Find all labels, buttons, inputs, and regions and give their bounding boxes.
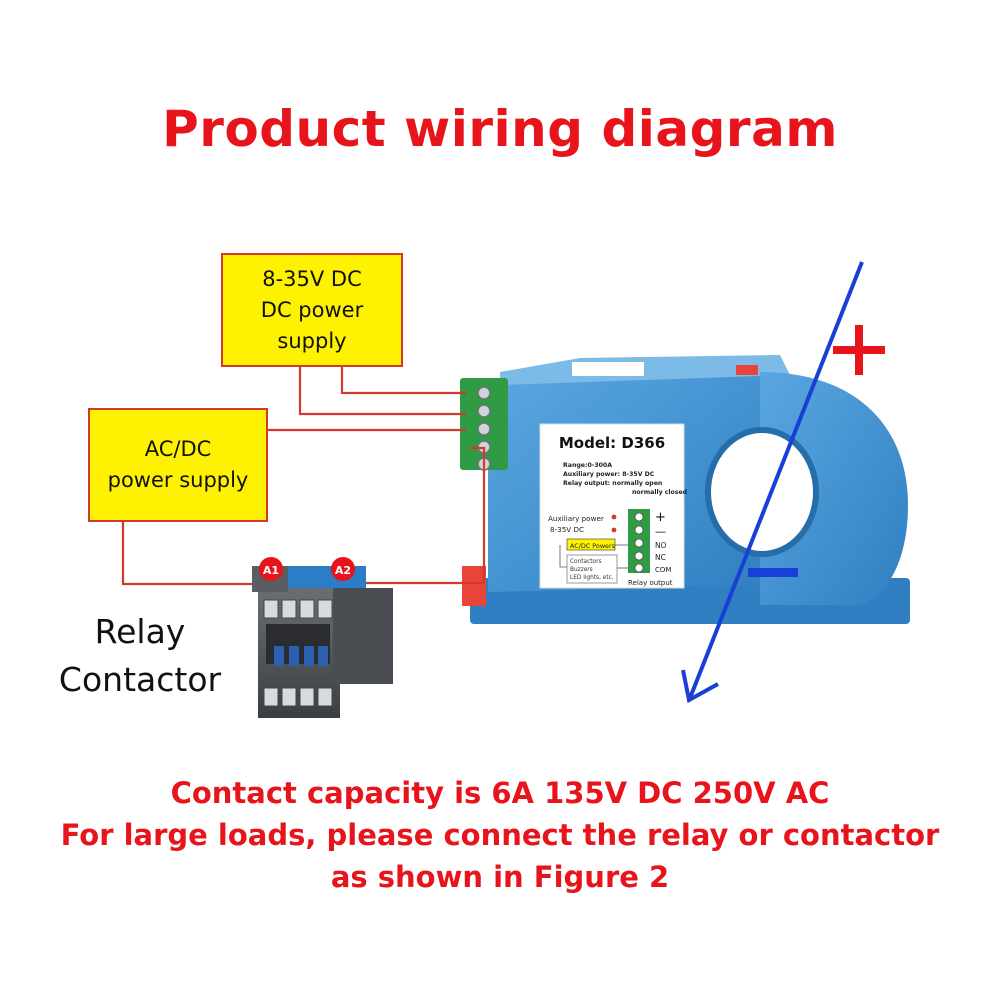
dc-power-supply-box: 8-35V DC DC power supply	[221, 253, 403, 367]
sensor-red-tab	[462, 566, 486, 606]
terminal-a1-badge	[259, 557, 283, 581]
terminal-a2-badge	[331, 557, 355, 581]
label-plus: +	[655, 510, 666, 525]
label-acdc-tag-box	[566, 538, 616, 551]
contactor-side	[333, 588, 393, 684]
terminal-a2-label: A2	[335, 564, 351, 577]
label-minus: —	[655, 525, 666, 538]
sensor-label-panel	[539, 423, 685, 589]
label-com: COM	[655, 566, 671, 574]
label-loads-box	[566, 554, 618, 584]
sensor-relay-output-1: Relay output: normally open	[563, 480, 662, 487]
label-nc: NC	[655, 553, 666, 562]
wires	[121, 364, 486, 586]
sensor-terminal-screws	[477, 386, 491, 471]
plus-sign-v	[855, 325, 863, 375]
sensor-aux-power: Auxiliary power: 8-35V DC	[563, 471, 655, 478]
minus-sign	[748, 568, 798, 577]
sensor-top-red	[736, 365, 758, 375]
sensor-hole	[708, 430, 816, 554]
acdc-supply-line2: power supply	[107, 468, 249, 492]
label-relay-output-caption: Relay output	[628, 579, 673, 587]
sensor-model: Model: D366	[559, 434, 665, 452]
label-acdc-tag: AC/DC Powers	[570, 542, 616, 550]
relay-contactor-label: Relay Contactor	[40, 608, 240, 704]
footer-line-3: as shown in Figure 2	[330, 860, 670, 894]
dc-supply-voltage: 8-35V DC	[262, 266, 362, 291]
relay-label-line2: Contactor	[58, 660, 222, 699]
relay-contactor	[252, 557, 393, 718]
label-no: NO	[655, 541, 667, 550]
acdc-power-supply-box: AC/DC power supply	[88, 408, 268, 522]
current-direction-arrow	[681, 261, 885, 704]
label-aux-text: Auxiliary power	[548, 514, 604, 523]
terminal-a1-label: A1	[263, 564, 279, 577]
page-title: Product wiring diagram	[162, 100, 838, 158]
label-loads-1: Contactors	[570, 559, 602, 565]
sensor-top-label	[572, 362, 644, 376]
label-loads-3: LED lights, etc.	[570, 575, 614, 581]
dc-supply-label: DC power supply	[260, 297, 364, 353]
label-aux-voltage: 8-35V DC	[550, 525, 584, 534]
acdc-supply-line1: AC/DC	[144, 437, 212, 461]
sensor-range: Range:0-300A	[563, 462, 612, 469]
relay-label-line1: Relay	[94, 612, 186, 651]
sensor-relay-output-2: normally closed	[632, 489, 687, 496]
sensor-hole-rim	[705, 427, 819, 557]
footer-line-1: Contact capacity is 6A 135V DC 250V AC	[170, 776, 830, 810]
label-loads-2: Buzzers	[570, 567, 593, 573]
footer-line-2: For large loads, please connect the rela…	[60, 818, 940, 852]
